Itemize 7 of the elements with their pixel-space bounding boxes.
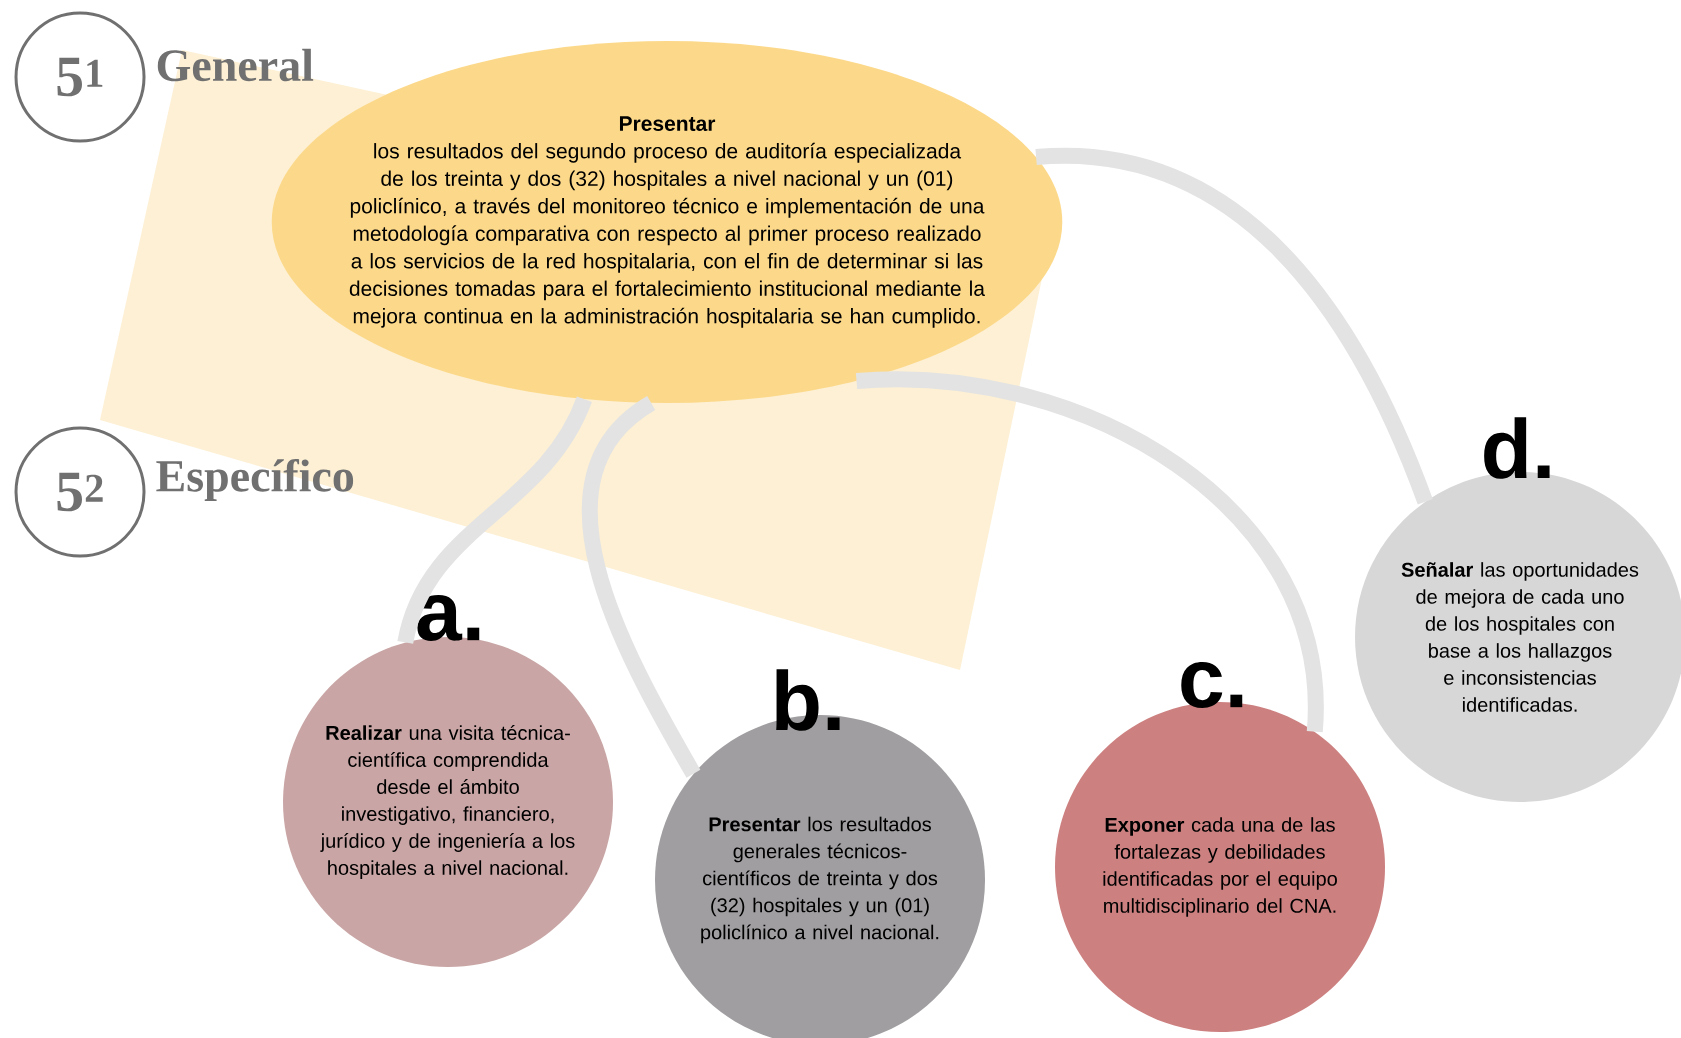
connector-arc [856, 371, 1323, 732]
number-badge: 5$^{2}$ [14, 426, 146, 558]
connector-arc [1036, 148, 1433, 505]
number-badge: 5$^{1}$ [14, 11, 146, 143]
connector-arc [581, 396, 701, 778]
section-heading: Específico [156, 458, 354, 502]
connector-arc [397, 395, 592, 645]
